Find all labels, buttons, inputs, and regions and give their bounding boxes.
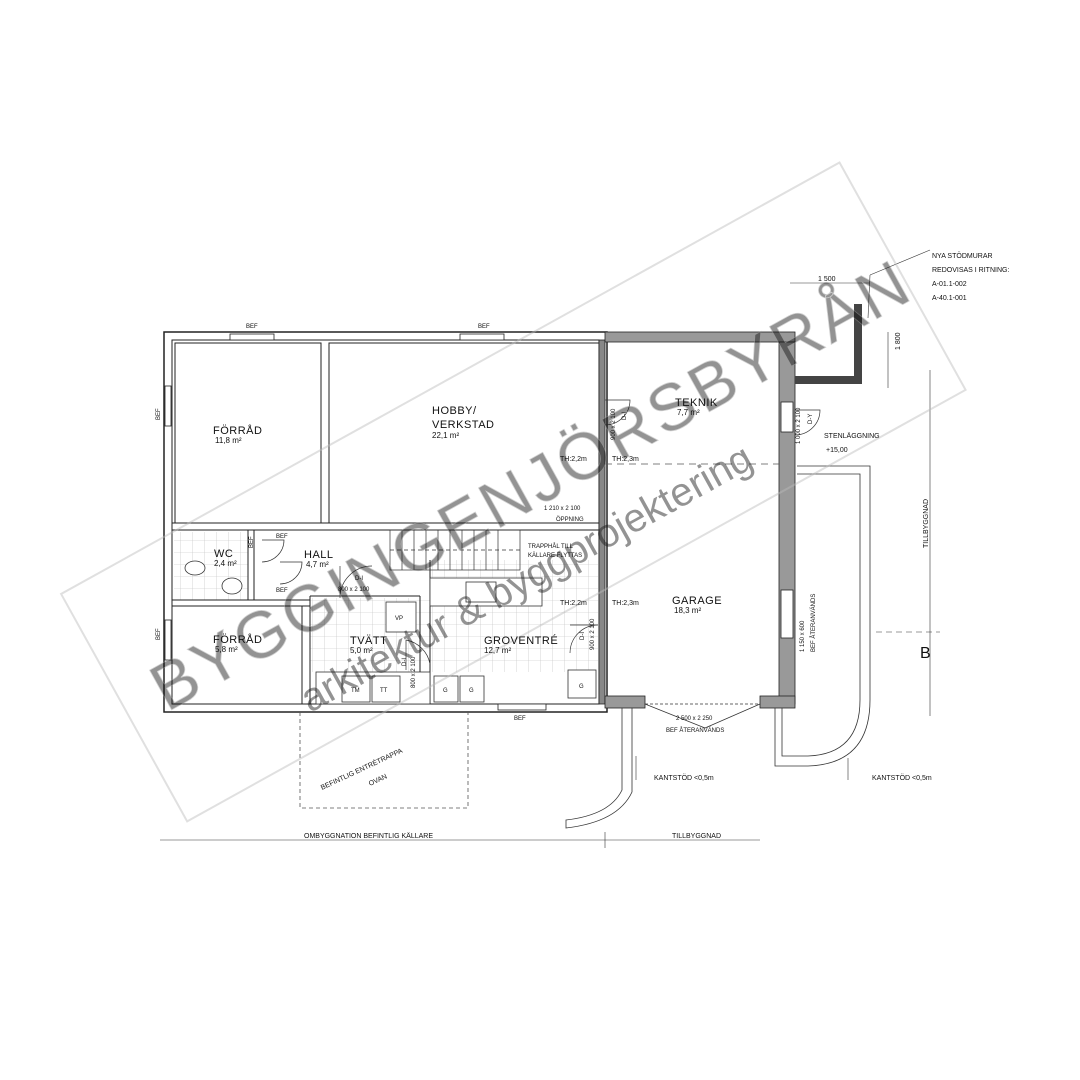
- room-area-tvatt: 5,0 m²: [350, 646, 373, 655]
- room-height-label: TH:2,3m: [612, 456, 639, 463]
- stair-note-1: TRAPPHÅL TILL: [528, 543, 574, 550]
- bef-label-door-2: BEF: [276, 588, 288, 594]
- wardrobe-label: G: [469, 688, 474, 694]
- entrance-stair-outline: [299, 712, 469, 809]
- note-line-4: A-40.1-001: [932, 295, 967, 302]
- tillbyggnad-vertical-label: TILLBYGGNAD: [923, 499, 930, 548]
- ombyggnad-label: OMBYGGNATION BEFINTLIG KÄLLARE: [304, 832, 433, 840]
- heat-pump-label: VP: [395, 616, 403, 622]
- door-type: D-I: [580, 632, 586, 640]
- doors: [261, 399, 821, 729]
- room-name-wc: WC: [214, 548, 233, 560]
- door-size: 900 x 2 100: [611, 408, 617, 440]
- door-size: 900 x 2 100: [590, 618, 596, 650]
- window-reuse-note: BEF ÅTERANVÄNDS: [810, 594, 817, 652]
- paving-label: STENLÄGGNING: [824, 432, 880, 440]
- door-size: 800 x 2 100: [411, 656, 417, 688]
- bef-label-door-1: BEF: [276, 534, 288, 540]
- bef-label-window-5: BEF: [514, 716, 526, 722]
- note-line-2: REDOVISAS I RITNING:: [932, 267, 1009, 274]
- washer-label: TM: [351, 688, 360, 694]
- room-area-forrad-2: 5,8 m²: [215, 645, 238, 654]
- door-type: D-I: [355, 576, 363, 582]
- room-height-label: TH:2,2m: [560, 456, 587, 463]
- retaining-wall: [795, 304, 862, 384]
- room-labels: FÖRRÅD 11,8 m² HOBBY/ VERKSTAD 22,1 m² T…: [213, 397, 722, 655]
- entrance-stair-label-1: BEFINTLIG ENTRÉTRAPPA: [319, 746, 404, 792]
- room-name-groventre: GROVENTRÉ: [484, 634, 558, 647]
- room-name-forrad-2: FÖRRÅD: [213, 633, 262, 646]
- room-height-label: TH:2,3m: [612, 600, 639, 607]
- kerb-edges: [565, 465, 871, 829]
- fixtures: [184, 560, 597, 705]
- paving-level: +15,00: [826, 447, 848, 454]
- dimension-1800: 1 800: [895, 332, 902, 350]
- room-height-label: TH:2,2m: [560, 600, 587, 607]
- bef-label-window-2: BEF: [478, 324, 490, 330]
- door-type: D-I: [622, 412, 628, 420]
- bef-label-window-3: BEF: [156, 408, 162, 420]
- entrance-stair-label-2: OVAN: [368, 773, 388, 788]
- bef-label-door-wc: BEF: [249, 536, 255, 548]
- garage-door-reuse-note: BEF ÅTERANVÄNDS: [666, 727, 724, 734]
- room-name-garage: GARAGE: [672, 595, 722, 607]
- watermark: BYGGINGENJÖRSBYRÅN arkitektur & byggproj…: [59, 161, 967, 823]
- stair-opening: [389, 529, 521, 571]
- windows: [164, 333, 794, 711]
- room-name-forrad-1: FÖRRÅD: [213, 424, 262, 437]
- dryer-label: TT: [380, 688, 388, 694]
- room-area-groventre: 12,7 m²: [484, 646, 511, 655]
- room-area-garage: 18,3 m²: [674, 606, 701, 615]
- dimension-1500: 1 500: [818, 276, 836, 283]
- section-marker-b: B: [920, 645, 931, 662]
- bef-label-window-4: BEF: [156, 628, 162, 640]
- room-name-teknik: TEKNIK: [675, 397, 718, 409]
- kerb-label: KANTSTÖD <0,5m: [654, 774, 714, 782]
- room-name-tvatt: TVÄTT: [350, 635, 387, 647]
- room-area-forrad-1: 11,8 m²: [215, 436, 242, 445]
- room-area-wc: 2,4 m²: [214, 559, 237, 568]
- room-name-hall: HALL: [304, 549, 334, 561]
- wardrobe-label: G: [579, 684, 584, 690]
- room-area-teknik: 7,7 m²: [677, 408, 700, 417]
- door-size: 800 x 2 100: [338, 587, 370, 593]
- note-line-1: NYA STÖDMURAR: [932, 252, 993, 260]
- garage-separating-wall: [598, 339, 606, 705]
- room-name-hobby-1: HOBBY/: [432, 405, 477, 417]
- window-size: 1 150 x 600: [800, 620, 806, 652]
- kerb-label: KANTSTÖD <0,5m: [872, 774, 932, 782]
- wardrobe-label: G: [443, 688, 448, 694]
- room-area-hobby: 22,1 m²: [432, 431, 459, 440]
- door-type: D-I: [402, 658, 408, 666]
- tillbyggnad-label: TILLBYGGNAD: [672, 833, 721, 840]
- stair-note-2: KÄLLARE FLYTTAS: [528, 552, 582, 559]
- door-size: 1 000 x 2 100: [796, 407, 802, 444]
- opening-size: 1 210 x 2 100: [544, 506, 581, 512]
- room-area-hall: 4,7 m²: [306, 560, 329, 569]
- garage-door-size: 2 500 x 2 250: [676, 716, 713, 722]
- note-line-3: A-01.1-002: [932, 281, 967, 288]
- bef-label-window-1: BEF: [246, 324, 258, 330]
- dimension-lines: [160, 249, 940, 848]
- opening-label: ÖPPNING: [556, 516, 584, 523]
- room-name-hobby-2: VERKSTAD: [432, 419, 494, 431]
- door-type: D-Y: [808, 414, 814, 424]
